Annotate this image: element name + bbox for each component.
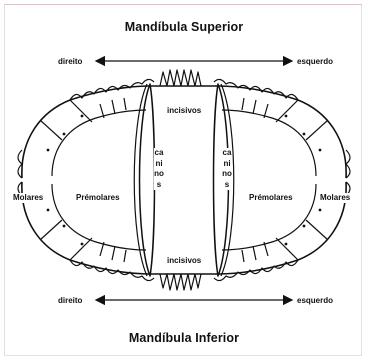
canines-label-right: caninos — [154, 148, 164, 190]
canines-label-left: caninos — [222, 148, 232, 190]
premolars-label-left: Prémolares — [248, 193, 294, 203]
separator-ur-1 — [70, 100, 92, 122]
separator-ul-1 — [276, 100, 298, 122]
incisors-label-bottom: incisivos — [166, 256, 202, 266]
premolar-roots-ur — [100, 98, 126, 118]
separator-lr-2 — [40, 220, 62, 240]
premolars-label-right: Prémolares — [75, 193, 121, 203]
canine-right-outer — [134, 84, 147, 276]
separator-ll-2 — [306, 220, 328, 240]
tooth-markers — [47, 115, 322, 246]
premolar-roots-ll — [242, 242, 268, 262]
premolar-roots-ul — [242, 98, 268, 118]
separator-ur-2 — [40, 120, 62, 140]
molars-label-left: Molares — [319, 193, 351, 203]
separator-ul-2 — [306, 120, 328, 140]
upper-inner-line-right — [52, 110, 146, 176]
upper-inner-line-left — [222, 110, 316, 176]
upper-incisors — [160, 70, 201, 86]
separator-lr-1 — [70, 238, 92, 260]
lower-incisors — [160, 274, 201, 290]
premolar-roots-lr — [100, 242, 126, 262]
separator-ll-1 — [276, 238, 298, 260]
incisors-label-top: incisivos — [166, 106, 202, 116]
molars-label-right: Molares — [12, 193, 44, 203]
canine-right — [140, 84, 155, 276]
